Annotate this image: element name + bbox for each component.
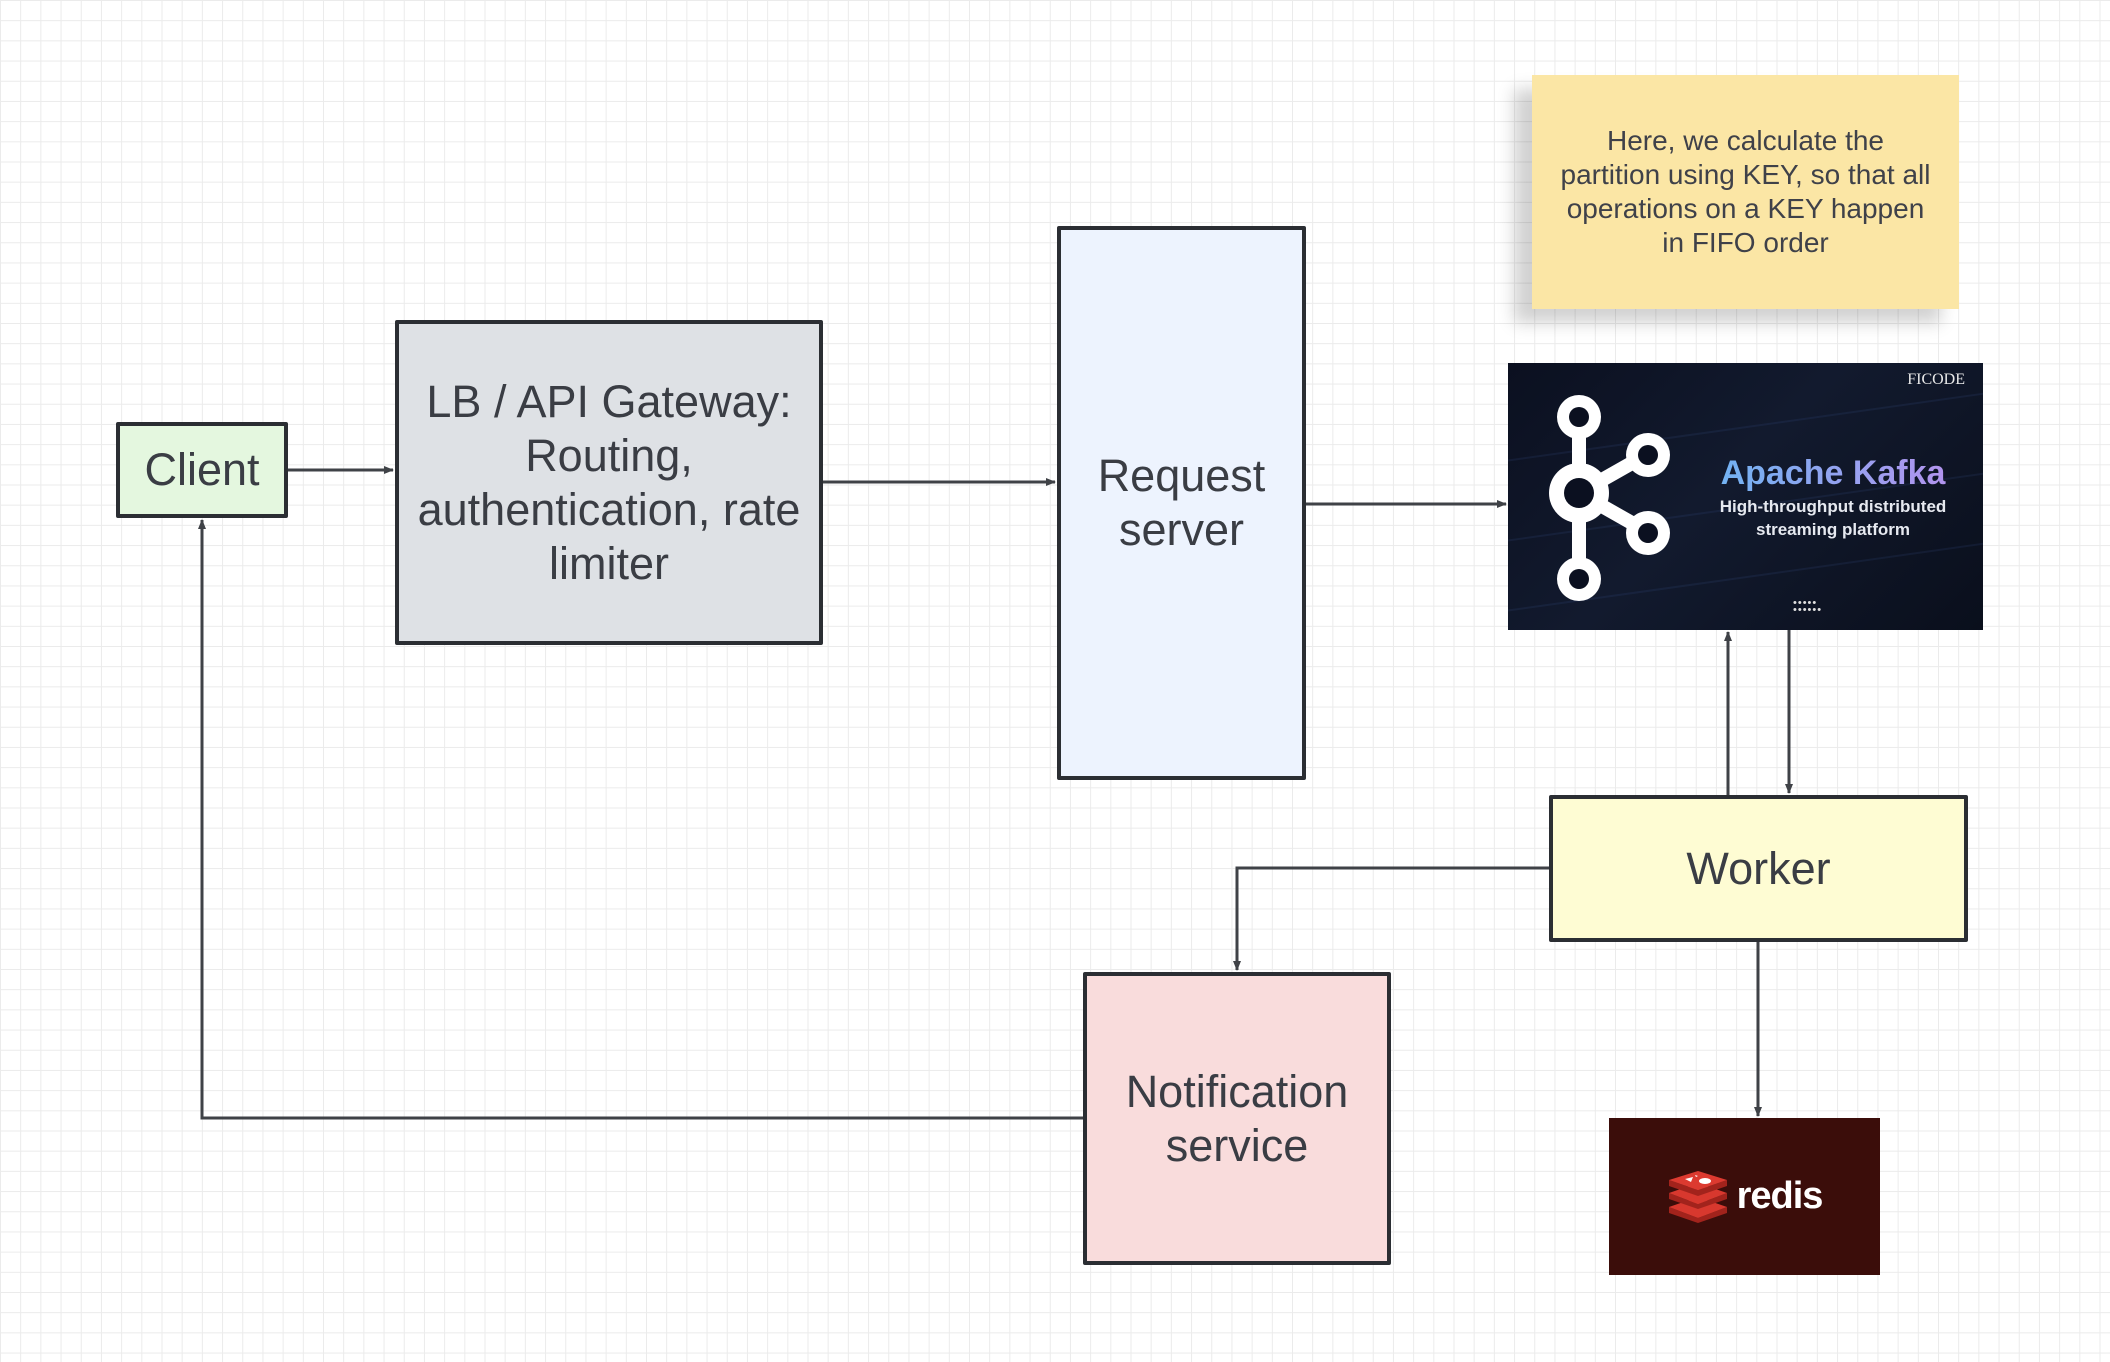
kafka-title: Apache Kafka: [1708, 454, 1958, 493]
notification-service-node[interactable]: Notification service: [1083, 972, 1391, 1265]
worker-node[interactable]: Worker: [1549, 795, 1968, 942]
redis-stack-icon: [1668, 1170, 1727, 1223]
kafka-dots-icon: •••••••••••: [1793, 597, 1823, 616]
request-server-node[interactable]: Request server: [1057, 226, 1306, 780]
kafka-logo-icon: [1549, 395, 1670, 601]
client-label: Client: [144, 444, 260, 495]
worker-label: Worker: [1686, 842, 1831, 894]
kafka-image-node[interactable]: Apache Kafka High-throughput distributed…: [1508, 363, 1983, 630]
edge-notification-to-client[interactable]: [198, 519, 1083, 1120]
kafka-subtitle: High-throughput distributed streaming pl…: [1719, 497, 1947, 539]
redis-wordmark: redis: [1736, 1175, 1824, 1217]
kafka-brand-logo: FICODE: [1907, 371, 1965, 388]
gateway-label: LB / API Gateway: Routing, authenticatio…: [417, 375, 801, 589]
notification-service-label: Notification service: [1125, 1065, 1349, 1171]
redis-image-node[interactable]: redis: [1609, 1118, 1880, 1275]
edge-worker-to-notification[interactable]: [1233, 866, 1549, 971]
request-server-label: Request server: [1097, 450, 1266, 555]
sticky-note-text: Here, we calculate the partition using K…: [1560, 124, 1931, 259]
gateway-node[interactable]: LB / API Gateway: Routing, authenticatio…: [395, 320, 823, 645]
sticky-note[interactable]: Here, we calculate the partition using K…: [1532, 75, 1959, 309]
client-node[interactable]: Client: [116, 422, 288, 518]
